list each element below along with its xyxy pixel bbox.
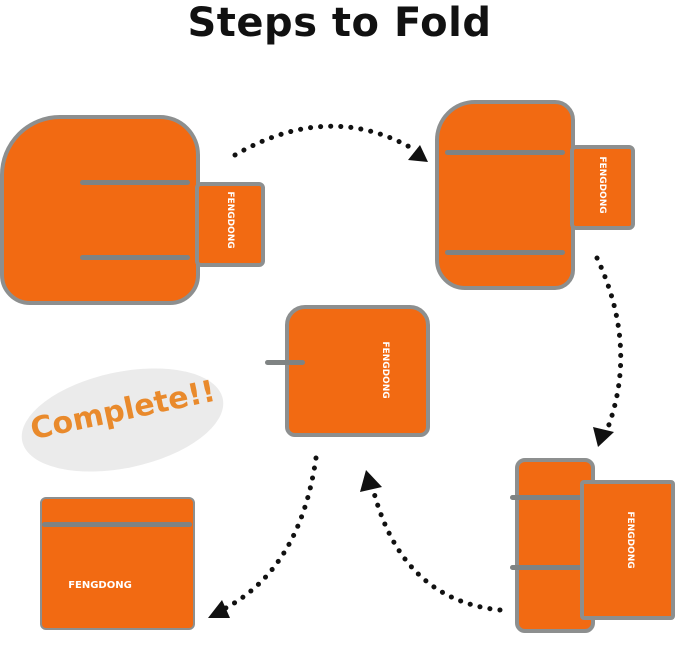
- arrowhead-icon: [408, 145, 428, 162]
- brand-logo: FENGDONG: [68, 580, 132, 591]
- page-title: Steps to Fold: [187, 0, 492, 46]
- arrow-2-4: [594, 255, 624, 438]
- arrowhead-icon: [593, 427, 614, 447]
- arrow-1-2: [232, 123, 418, 158]
- arrow-4-3: [369, 482, 503, 613]
- arrowhead-icon: [208, 600, 230, 618]
- arrowhead-icon: [360, 470, 382, 492]
- arrow-3-final: [219, 455, 319, 613]
